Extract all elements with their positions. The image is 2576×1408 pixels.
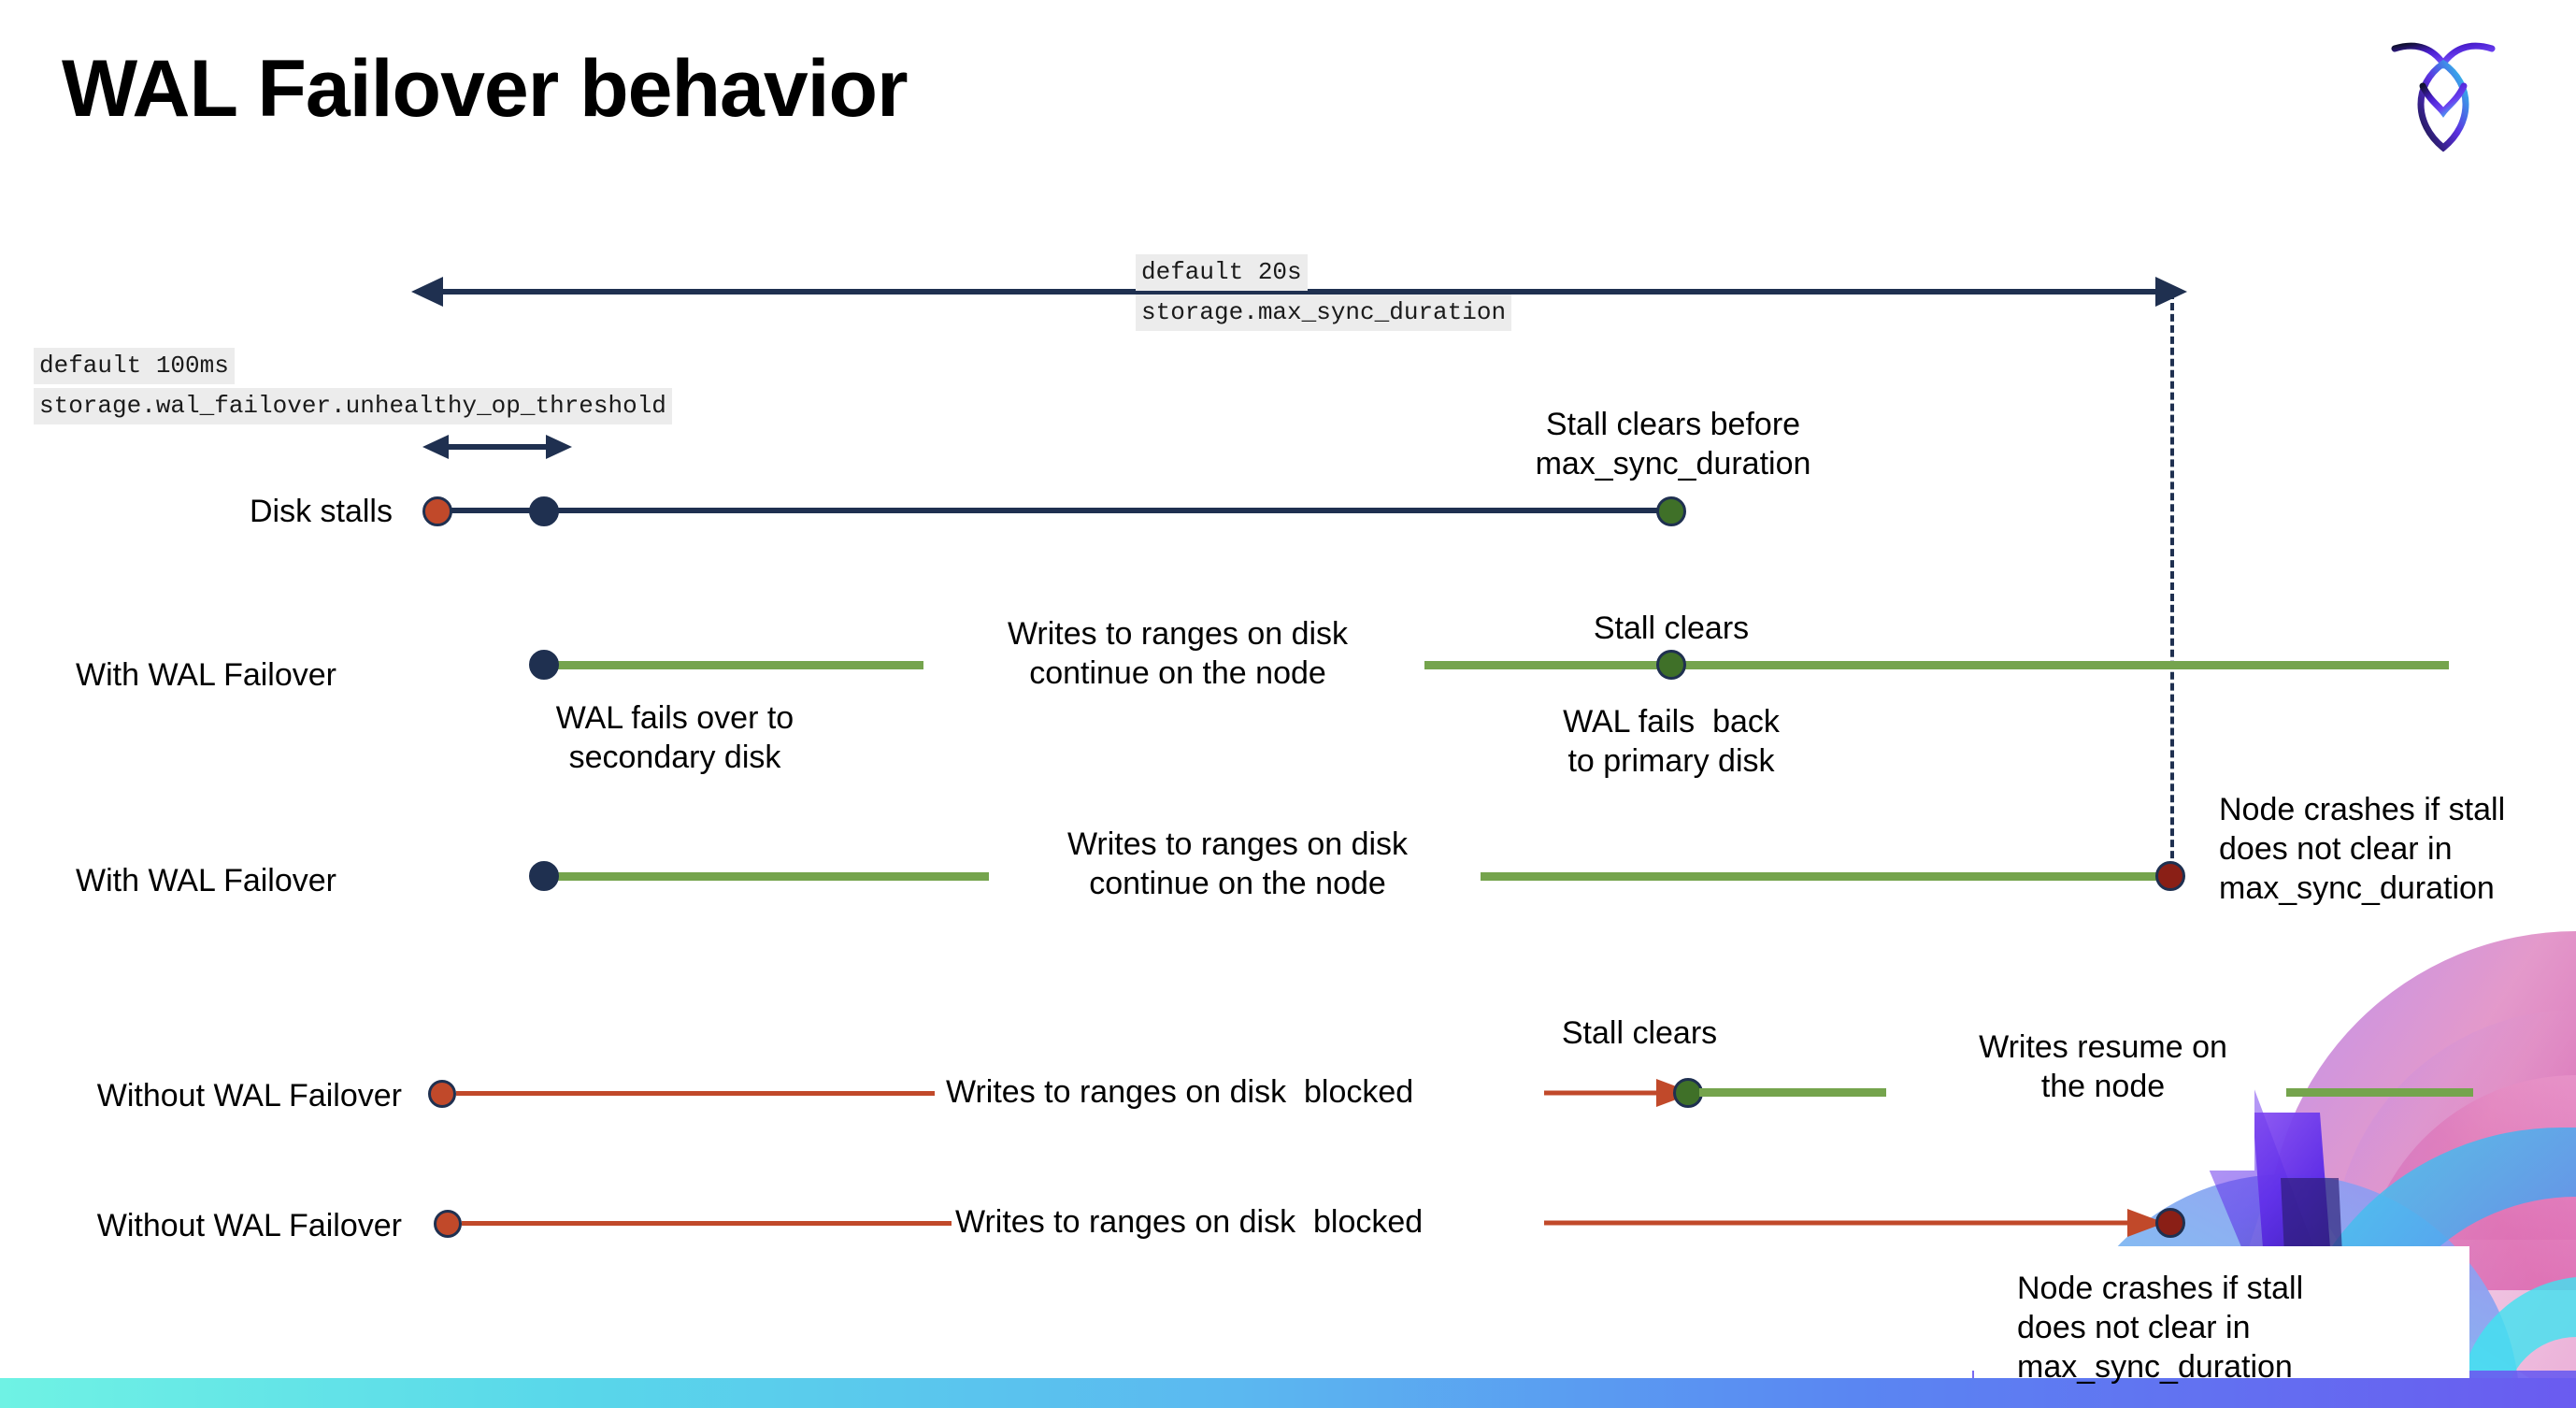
row5-blocked-arrow	[1544, 1209, 2165, 1237]
note-writes-continue-row3: Writes to ranges on disk continue on the…	[1066, 826, 1409, 901]
row4-blocked-segment-a	[456, 1091, 935, 1096]
row2-stall-cleared-dot	[1656, 650, 1686, 680]
row2-segment-a	[550, 661, 923, 669]
row2-segment-b	[1424, 661, 2449, 669]
row-label-with-wal-failover-1: With WAL Failover	[76, 657, 336, 693]
max-sync-default-chip: default 20s	[1136, 254, 1308, 291]
row-label-disk-stalls: Disk stalls	[249, 494, 393, 529]
unhealthy-op-setting-chip: storage.wal_failover.unhealthy_op_thresh…	[34, 388, 672, 424]
row5-blocked-segment-a	[462, 1221, 952, 1226]
row4-stall-start-dot	[428, 1080, 456, 1108]
note-writes-blocked-row4: Writes to ranges on disk blocked	[946, 1074, 1414, 1110]
row-label-without-wal-failover-2: Without WAL Failover	[96, 1208, 402, 1243]
bottom-gradient-bar	[0, 1378, 2576, 1408]
row3-failover-dot	[529, 861, 559, 891]
note-node-crashes-row3: Node crashes if stall does not clear in …	[2219, 792, 2506, 906]
note-writes-continue-row2: Writes to ranges on disk continue on the…	[1007, 616, 1349, 691]
row-label-with-wal-failover-2: With WAL Failover	[76, 863, 336, 898]
row5-stall-start-dot	[434, 1210, 462, 1238]
row4-resume-segment	[1699, 1088, 1886, 1097]
note-node-crashes-row5: Node crashes if stall does not clear in …	[2017, 1271, 2304, 1385]
cockroachdb-logo	[2387, 26, 2499, 157]
max-sync-duration-guide-line	[2170, 292, 2174, 881]
row3-segment-b	[1481, 872, 2176, 881]
note-stall-clears-row2: Stall clears	[1593, 611, 1750, 646]
note-stall-clears-before: Stall clears before max_sync_duration	[1535, 407, 1811, 481]
note-wal-fails-over: WAL fails over to secondary disk	[555, 700, 794, 775]
unhealthy-op-default-chip: default 100ms	[34, 348, 235, 384]
disk-stalls-timeline	[437, 508, 1671, 513]
row3-node-crash-dot	[2155, 861, 2185, 891]
row-label-without-wal-failover-1: Without WAL Failover	[96, 1078, 402, 1113]
note-writes-resume: Writes resume on the node	[1979, 1029, 2227, 1104]
row4-blocked-arrow	[1544, 1079, 1694, 1107]
row2-failover-dot	[529, 650, 559, 680]
row5-node-crash-dot	[2155, 1208, 2185, 1238]
disk-stall-start-dot	[422, 496, 452, 526]
row3-segment-a	[550, 872, 989, 881]
page-title: WAL Failover behavior	[62, 44, 909, 134]
note-stall-clears-row4: Stall clears	[1561, 1015, 1718, 1051]
unhealthy-op-threshold-span-arrow	[422, 435, 572, 459]
caption-mask-row4	[1925, 898, 2254, 1171]
note-wal-fails-back: WAL fails back to primary disk	[1563, 704, 1780, 779]
row4-resume-segment-far	[2286, 1088, 2473, 1097]
stall-cleared-dot-row1	[1656, 496, 1686, 526]
wal-failover-trigger-dot	[529, 496, 559, 526]
max-sync-setting-chip: storage.max_sync_duration	[1136, 295, 1512, 331]
note-writes-blocked-row5: Writes to ranges on disk blocked	[955, 1204, 1424, 1240]
